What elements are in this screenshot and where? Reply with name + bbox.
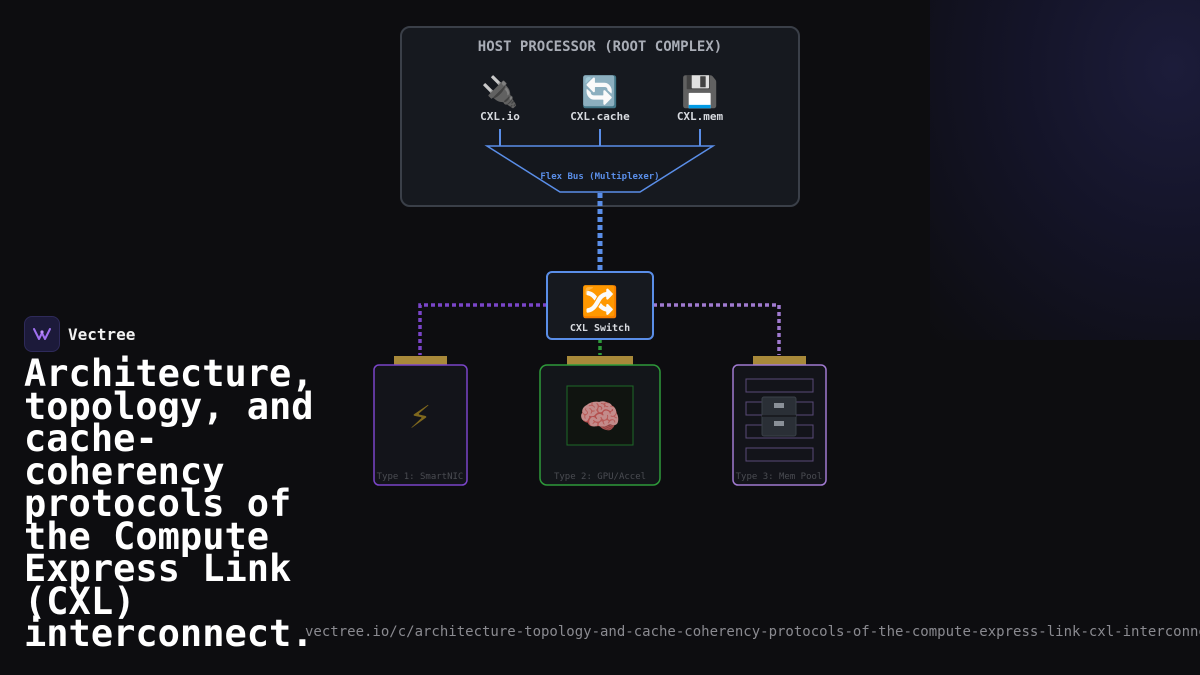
source-url[interactable]: vectree.io/c/architecture-topology-and-c…	[305, 624, 1200, 640]
cxl-switch-label: CXL Switch	[570, 322, 630, 334]
protocol-label-cxl-mem: CXL.mem	[677, 110, 724, 123]
link-type3	[653, 303, 781, 355]
flex-bus-multiplexer	[484, 145, 716, 193]
shuffle-icon: 🔀	[581, 284, 618, 320]
type3-label: Type 3: Mem Pool	[736, 472, 823, 482]
brand: Vectree	[24, 316, 136, 352]
page-headline: Architecture, topology, and cache-cohere…	[24, 352, 314, 655]
host-processor-title: HOST PROCESSOR (ROOT COMPLEX)	[478, 39, 722, 55]
type3-connector	[753, 356, 806, 365]
type1-device-card	[373, 364, 468, 486]
flex-bus-label: Flex Bus (Multiplexer)	[540, 171, 659, 182]
drawer-handle	[774, 403, 784, 408]
link-type1	[418, 303, 547, 355]
type2-connector	[567, 356, 633, 365]
refresh-icon: 🔄	[581, 74, 618, 110]
memory-slot	[745, 378, 814, 393]
protocol-label-cxl-io: CXL.io	[480, 110, 520, 123]
type1-label: Type 1: SmartNIC	[377, 472, 464, 482]
vectree-logo-icon	[24, 316, 60, 352]
gpu-die	[566, 385, 634, 446]
memory-slot	[745, 447, 814, 462]
type2-label: Type 2: GPU/Accel	[554, 472, 646, 482]
brain-icon: 🧠	[579, 397, 621, 437]
brand-name: Vectree	[68, 324, 136, 344]
plug-icon: 🔌	[481, 74, 518, 110]
floppy-disk-icon: 💾	[681, 74, 718, 110]
cxl-switch-box	[546, 271, 654, 340]
lightning-icon: ⚡	[409, 396, 431, 437]
background-glow	[930, 0, 1200, 340]
vectree-logo-mark	[33, 328, 51, 340]
type1-connector	[394, 356, 447, 365]
drawer-handle	[774, 421, 784, 426]
protocol-label-cxl-cache: CXL.cache	[570, 110, 630, 123]
